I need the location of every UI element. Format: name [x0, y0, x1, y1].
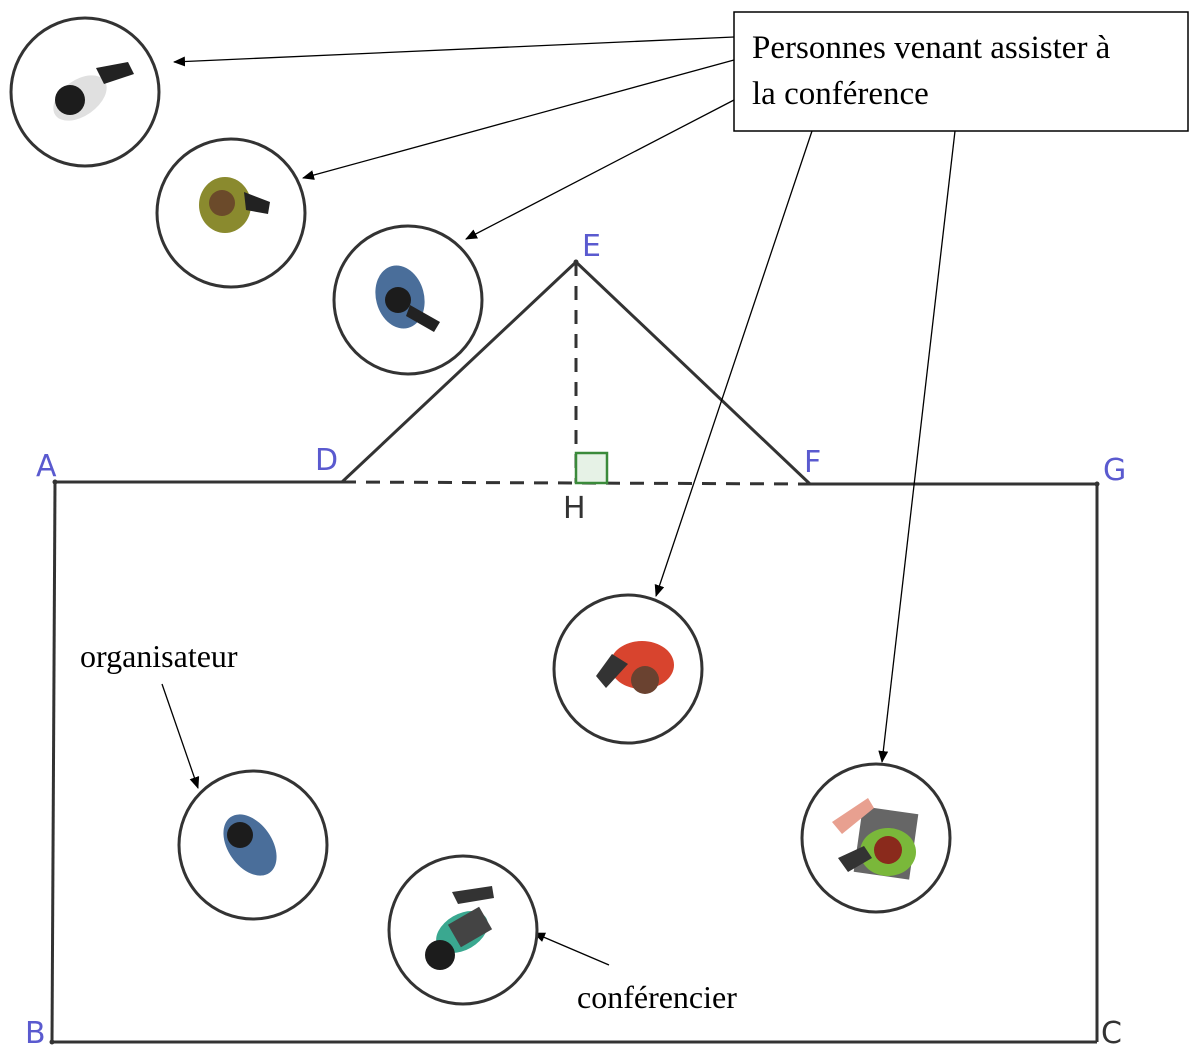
point-label-A: A	[36, 449, 57, 484]
callout-frame	[733, 11, 1189, 132]
person-4	[552, 593, 704, 745]
arrow-to-person-3	[465, 99, 735, 240]
right-angle-marker	[574, 451, 609, 485]
point-E-dot	[573, 259, 579, 265]
person-blue-jacket-icon	[375, 265, 440, 332]
arrow-to-organizer	[161, 683, 200, 789]
arrow-to-person-4	[654, 130, 813, 597]
arrow-to-person-2	[302, 59, 735, 180]
point-label-E: E	[582, 229, 601, 264]
segment-EF	[574, 260, 812, 486]
speaker-person-icon	[425, 886, 494, 970]
person-green-shirt-icon	[832, 798, 919, 880]
dashed-construction-lines	[341, 262, 811, 486]
segment-BA	[50, 481, 57, 1043]
point-label-B: B	[25, 1016, 46, 1046]
point-A-dot	[52, 479, 58, 485]
person-5	[800, 762, 952, 914]
person-3	[332, 224, 484, 376]
callout-box: Personnes venant assister à la conférenc…	[733, 11, 1189, 132]
arrow-to-person-1	[173, 36, 735, 67]
point-label-F: F	[804, 445, 821, 480]
point-label-H: H	[563, 491, 586, 526]
person-dark-jacket-icon	[53, 62, 134, 121]
segment-DF-dashed	[341, 480, 811, 486]
organizer-label: organisateur	[80, 638, 238, 674]
callout-line-1: Personnes venant assister à	[752, 30, 1111, 66]
point-label-G: G	[1103, 453, 1126, 488]
speaker-label: conférencier	[577, 979, 737, 1015]
segment-DE	[340, 260, 578, 484]
point-B-dot	[49, 1039, 55, 1045]
person-6-organizer	[177, 769, 329, 921]
point-label-D: D	[315, 443, 338, 478]
arrow-to-speaker	[533, 932, 610, 966]
person-1	[9, 16, 161, 168]
callout-arrows	[173, 36, 956, 763]
person-red-shirt-icon	[596, 641, 674, 694]
point-G-dot	[1094, 481, 1100, 487]
arrow-to-person-5	[878, 130, 956, 763]
point-dots	[49, 259, 1100, 1045]
person-olive-shirt-icon	[199, 177, 270, 233]
person-2	[155, 137, 307, 289]
person-7-speaker	[387, 854, 539, 1006]
point-label-C: C	[1101, 1016, 1122, 1046]
room-outline	[50, 260, 1099, 1044]
callout-line-2: la conférence	[752, 76, 929, 112]
organizer-person-icon	[223, 814, 277, 876]
